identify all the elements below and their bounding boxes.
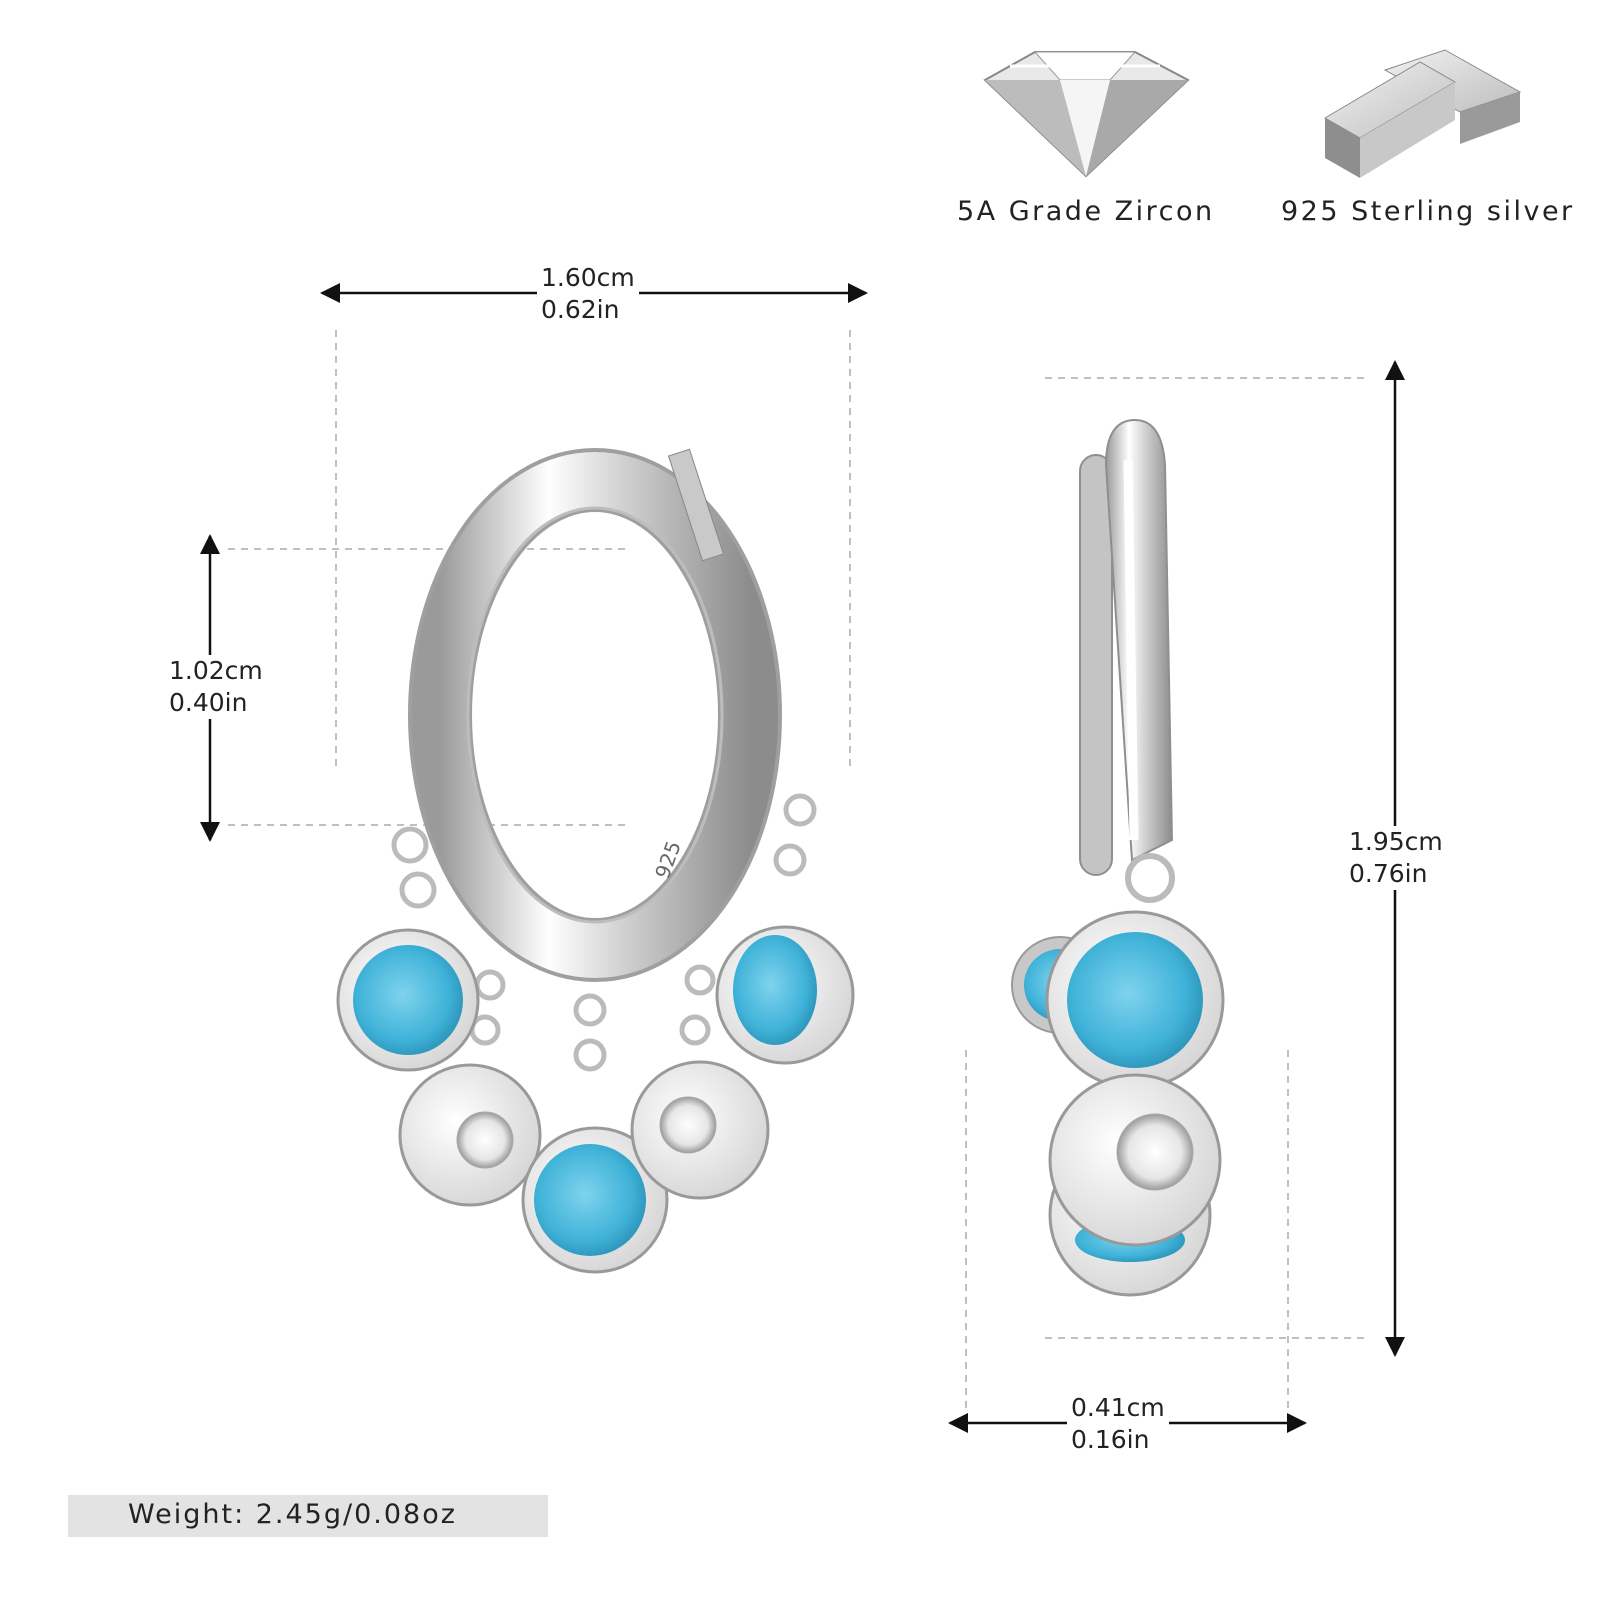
inner-height-cm: 1.02cm [169, 656, 263, 685]
turquoise-charm [336, 928, 480, 1072]
weight-text: Weight: 2.45g/0.08oz [128, 1499, 457, 1530]
weight-bar: Weight: 2.45g/0.08oz [68, 1495, 548, 1537]
turquoise-charm [1045, 910, 1225, 1090]
material-label-zircon: 5A Grade Zircon [957, 196, 1215, 227]
thickness-label: 0.41cm 0.16in [1067, 1392, 1169, 1456]
silver-bar-icon [1324, 49, 1522, 178]
turquoise-charm [521, 1126, 669, 1274]
zircon-charm [398, 1063, 542, 1207]
hoop-earring-side [1011, 418, 1225, 1297]
hoop-width-in: 0.62in [541, 295, 620, 324]
zircon-charm [1048, 1073, 1222, 1247]
total-length-in: 0.76in [1349, 859, 1428, 888]
hoop-width-label: 1.60cm 0.62in [537, 262, 639, 326]
hoop-width-cm: 1.60cm [541, 263, 635, 292]
material-label-silver: 925 Sterling silver [1281, 196, 1575, 227]
total-length-label: 1.95cm 0.76in [1345, 826, 1447, 890]
zircon-charm [630, 1060, 770, 1200]
zircon-gem-icon [983, 51, 1190, 178]
hoop-earring-front: 925 [336, 437, 855, 1274]
thickness-cm: 0.41cm [1071, 1393, 1165, 1422]
inner-height-in: 0.40in [169, 688, 248, 717]
total-length-cm: 1.95cm [1349, 827, 1443, 856]
thickness-in: 0.16in [1071, 1425, 1150, 1454]
turquoise-charm [715, 925, 855, 1065]
inner-height-label: 1.02cm 0.40in [165, 655, 267, 719]
